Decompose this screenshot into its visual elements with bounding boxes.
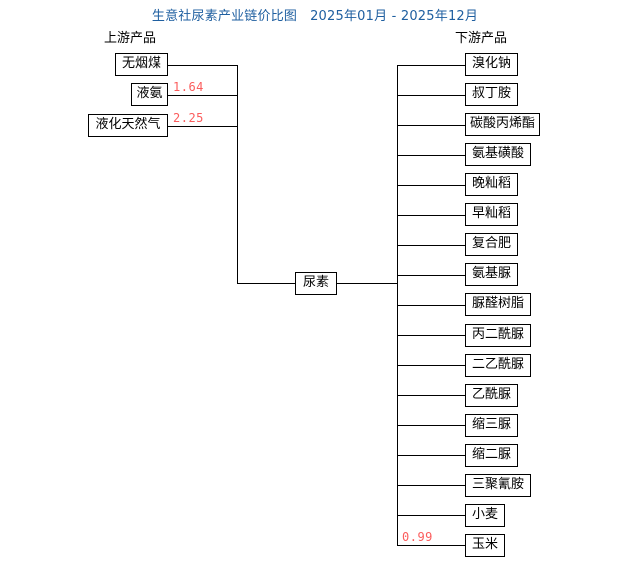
downstream-node-3[interactable]: 碳酸丙烯酯 xyxy=(465,113,540,137)
downstream-connector-13 xyxy=(397,425,465,427)
upstream-node-1[interactable]: 无烟煤 xyxy=(115,53,168,76)
downstream-node-4[interactable]: 氨基磺酸 xyxy=(465,143,531,167)
downstream-connector-10 xyxy=(397,335,465,337)
downstream-node-9[interactable]: 脲醛树脂 xyxy=(465,293,531,317)
downstream-connector-7 xyxy=(397,244,465,246)
page-title: 生意社尿素产业链价比图 2025年01月 - 2025年12月 xyxy=(151,9,479,24)
downstream-trunk xyxy=(397,64,398,546)
downstream-node-1[interactable]: 溴化钠 xyxy=(465,53,518,76)
downstream-node-15[interactable]: 三聚氰胺 xyxy=(465,473,531,497)
upstream-column-header: 上游产品 xyxy=(104,31,157,46)
upstream-connector-1 xyxy=(168,64,237,66)
downstream-node-14[interactable]: 缩二脲 xyxy=(465,443,518,467)
downstream-node-12[interactable]: 乙酰脲 xyxy=(465,383,518,407)
upstream-to-center xyxy=(237,283,295,284)
downstream-column-header: 下游产品 xyxy=(455,31,508,46)
upstream-node-2[interactable]: 液氨 xyxy=(131,83,168,106)
downstream-node-10[interactable]: 丙二酰脲 xyxy=(465,323,531,347)
downstream-connector-11 xyxy=(397,365,465,367)
downstream-connector-17 xyxy=(397,545,465,547)
upstream-connector-2 xyxy=(168,94,237,96)
upstream-value-2: 1.64 xyxy=(173,79,204,94)
downstream-connector-16 xyxy=(397,515,465,517)
downstream-connector-15 xyxy=(397,485,465,487)
downstream-connector-2 xyxy=(397,94,465,96)
downstream-node-5[interactable]: 晚籼稻 xyxy=(465,173,518,197)
upstream-node-3[interactable]: 液化天然气 xyxy=(88,114,168,137)
downstream-node-16[interactable]: 小麦 xyxy=(465,503,505,527)
downstream-connector-14 xyxy=(397,455,465,457)
downstream-connector-5 xyxy=(397,184,465,186)
downstream-connector-8 xyxy=(397,274,465,276)
downstream-connector-6 xyxy=(397,214,465,216)
center-node[interactable]: 尿素 xyxy=(295,271,337,295)
downstream-connector-9 xyxy=(397,304,465,306)
upstream-connector-3 xyxy=(168,125,237,127)
downstream-node-2[interactable]: 叔丁胺 xyxy=(465,83,518,107)
downstream-connector-12 xyxy=(397,395,465,397)
downstream-value-17: 0.99 xyxy=(402,530,433,545)
center-to-downstream xyxy=(337,283,397,284)
downstream-node-8[interactable]: 氨基脲 xyxy=(465,263,518,287)
downstream-node-13[interactable]: 缩三脲 xyxy=(465,413,518,437)
upstream-trunk xyxy=(237,64,238,283)
downstream-node-17[interactable]: 玉米 xyxy=(465,533,505,557)
downstream-connector-4 xyxy=(397,154,465,156)
downstream-node-7[interactable]: 复合肥 xyxy=(465,233,518,257)
downstream-connector-1 xyxy=(397,64,465,66)
upstream-value-3: 2.25 xyxy=(173,110,204,125)
downstream-connector-3 xyxy=(397,124,465,126)
downstream-node-11[interactable]: 二乙酰脲 xyxy=(465,353,531,377)
downstream-node-6[interactable]: 早籼稻 xyxy=(465,203,518,227)
